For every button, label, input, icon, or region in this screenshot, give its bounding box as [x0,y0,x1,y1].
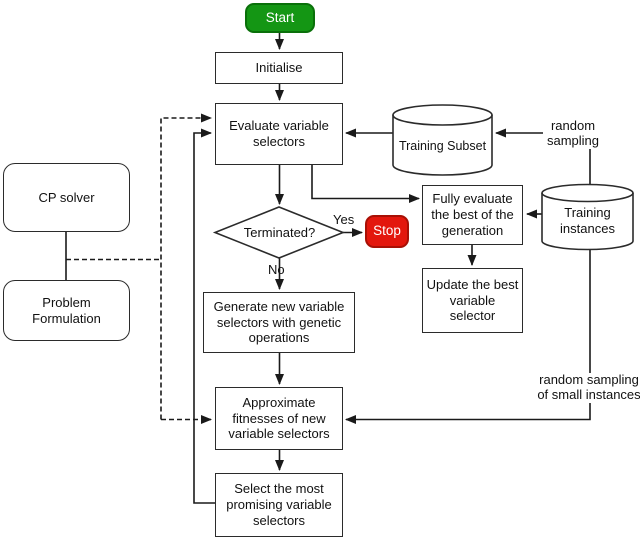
terminated-decision-label: Terminated? [243,224,316,240]
evaluate-variable-selectors-node: Evaluate variable selectors [215,103,343,165]
approximate-fitnesses-node: Approximate fitnesses of new variable se… [215,387,343,450]
training-instances-cylinder [541,183,634,251]
select-most-promising-node: Select the most promising variable selec… [215,473,343,537]
terminated-decision-diamond [212,206,346,259]
stop-node: Stop [365,215,409,248]
arrow-evaluate-to-fully-evaluate [311,165,420,203]
training-instances-label: Training instances [560,205,615,236]
cp-solver-node: CP solver [3,163,130,232]
fully-evaluate-node: Fully evaluate the best of the generatio… [422,185,523,245]
edge-label-yes: Yes [333,212,355,227]
problem-formulation-node: Problem Formulation [3,280,130,341]
update-best-node: Update the best variable selector [422,268,523,333]
training-subset-label: Training Subset [398,139,487,154]
edge-label-no: No [268,262,285,277]
arrow-select-to-evaluate-loop [193,128,215,504]
arrow-small-instances-to-approximate [345,249,591,424]
dashed-arrow-to-evaluate [160,113,212,420]
edge-label-random-sampling-small: random sampling of small instances [536,372,640,403]
training-subset-cylinder [392,104,493,176]
generate-new-selectors-node: Generate new variable selectors with gen… [203,292,355,353]
start-node: Start [245,3,315,33]
initialise-node: Initialise [215,52,343,84]
edge-label-random-sampling: random sampling [543,118,603,149]
